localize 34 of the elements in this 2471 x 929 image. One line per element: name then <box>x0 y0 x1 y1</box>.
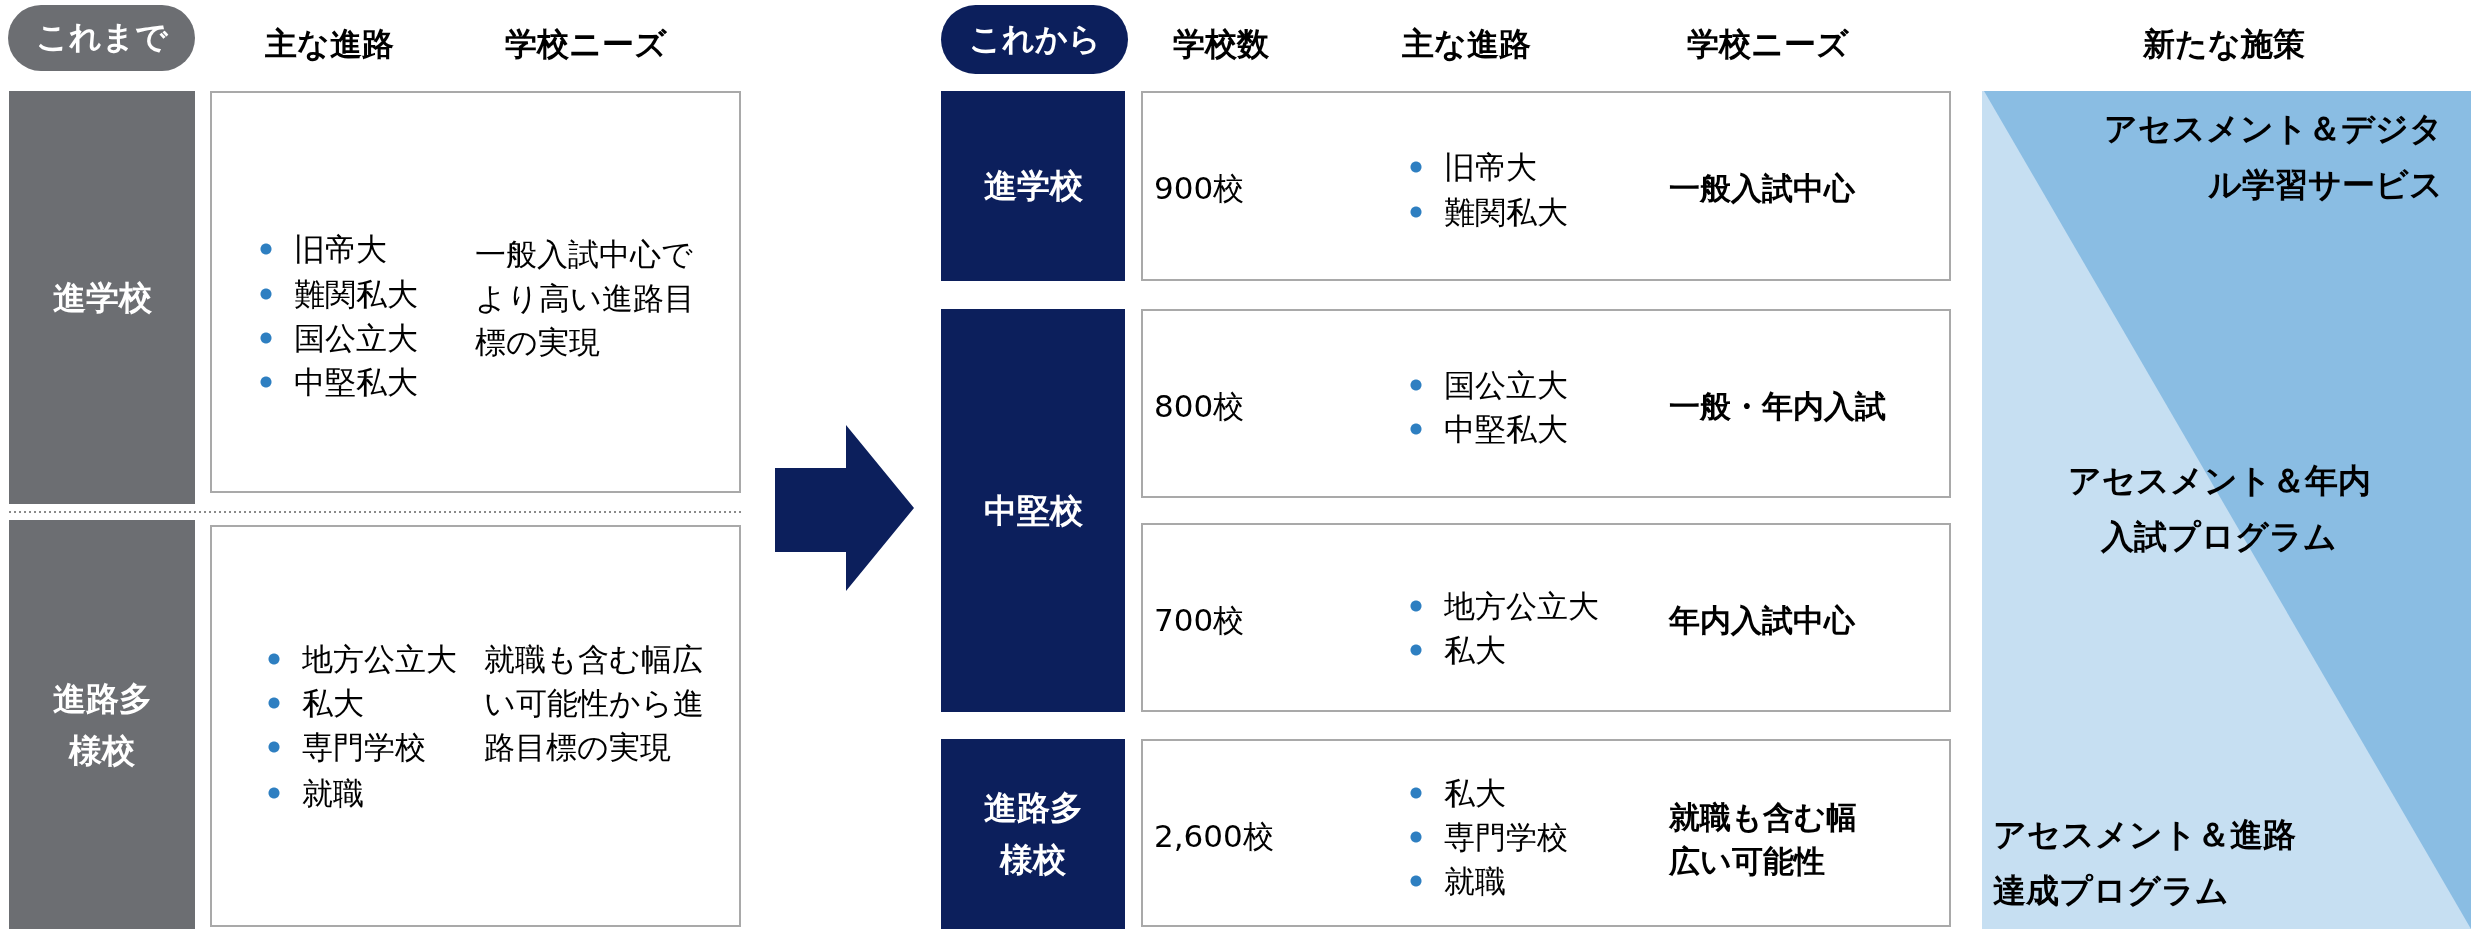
school-count: 900校 <box>1154 169 1245 208</box>
measure-text: アセスメント＆デジタル学習サービス <box>2103 108 2443 206</box>
content-box <box>1141 739 1951 927</box>
measure-text: アセスメント＆年内入試プログラム <box>2066 460 2372 558</box>
content-box <box>210 525 741 927</box>
measure-text: アセスメント＆進路達成プログラム <box>1993 814 2297 912</box>
content-box <box>1141 523 1951 712</box>
school-count: 700校 <box>1154 601 1245 640</box>
row-header-band: 進学校 <box>9 91 195 504</box>
content-box <box>210 91 741 493</box>
column-header: 新たな施策 <box>2143 24 2305 65</box>
tag-pill: これまで <box>8 5 195 71</box>
needs-text: 就職も含む幅広い可能性から進路目標の実現 <box>484 640 705 767</box>
tag-pill: これから <box>941 5 1128 74</box>
needs-text: 年内入試中心 <box>1669 601 1855 640</box>
content-box <box>1141 91 1951 281</box>
column-header: 学校ニーズ <box>505 24 667 65</box>
row-header-band: 進路多様校 <box>941 739 1125 929</box>
school-count: 2,600校 <box>1154 817 1274 856</box>
needs-text: 就職も含む幅広い可能性 <box>1669 798 1858 881</box>
column-header: 主な進路 <box>264 24 394 65</box>
measures-panel <box>1982 91 2471 929</box>
row-header-band: 進路多様校 <box>9 520 195 929</box>
school-count: 800校 <box>1154 387 1245 426</box>
content-box <box>1141 309 1951 498</box>
column-header: 主な進路 <box>1401 24 1531 65</box>
needs-text: 一般入試中心でより高い進路目標の実現 <box>475 235 696 362</box>
column-header: 学校数 <box>1173 24 1269 65</box>
row-header-band: 進学校 <box>941 91 1125 281</box>
row-header-band: 中堅校 <box>941 309 1125 712</box>
column-header: 学校ニーズ <box>1687 24 1849 65</box>
block-arrow <box>775 425 914 591</box>
needs-text: 一般入試中心 <box>1669 169 1855 208</box>
needs-text: 一般・年内入試 <box>1669 387 1886 426</box>
